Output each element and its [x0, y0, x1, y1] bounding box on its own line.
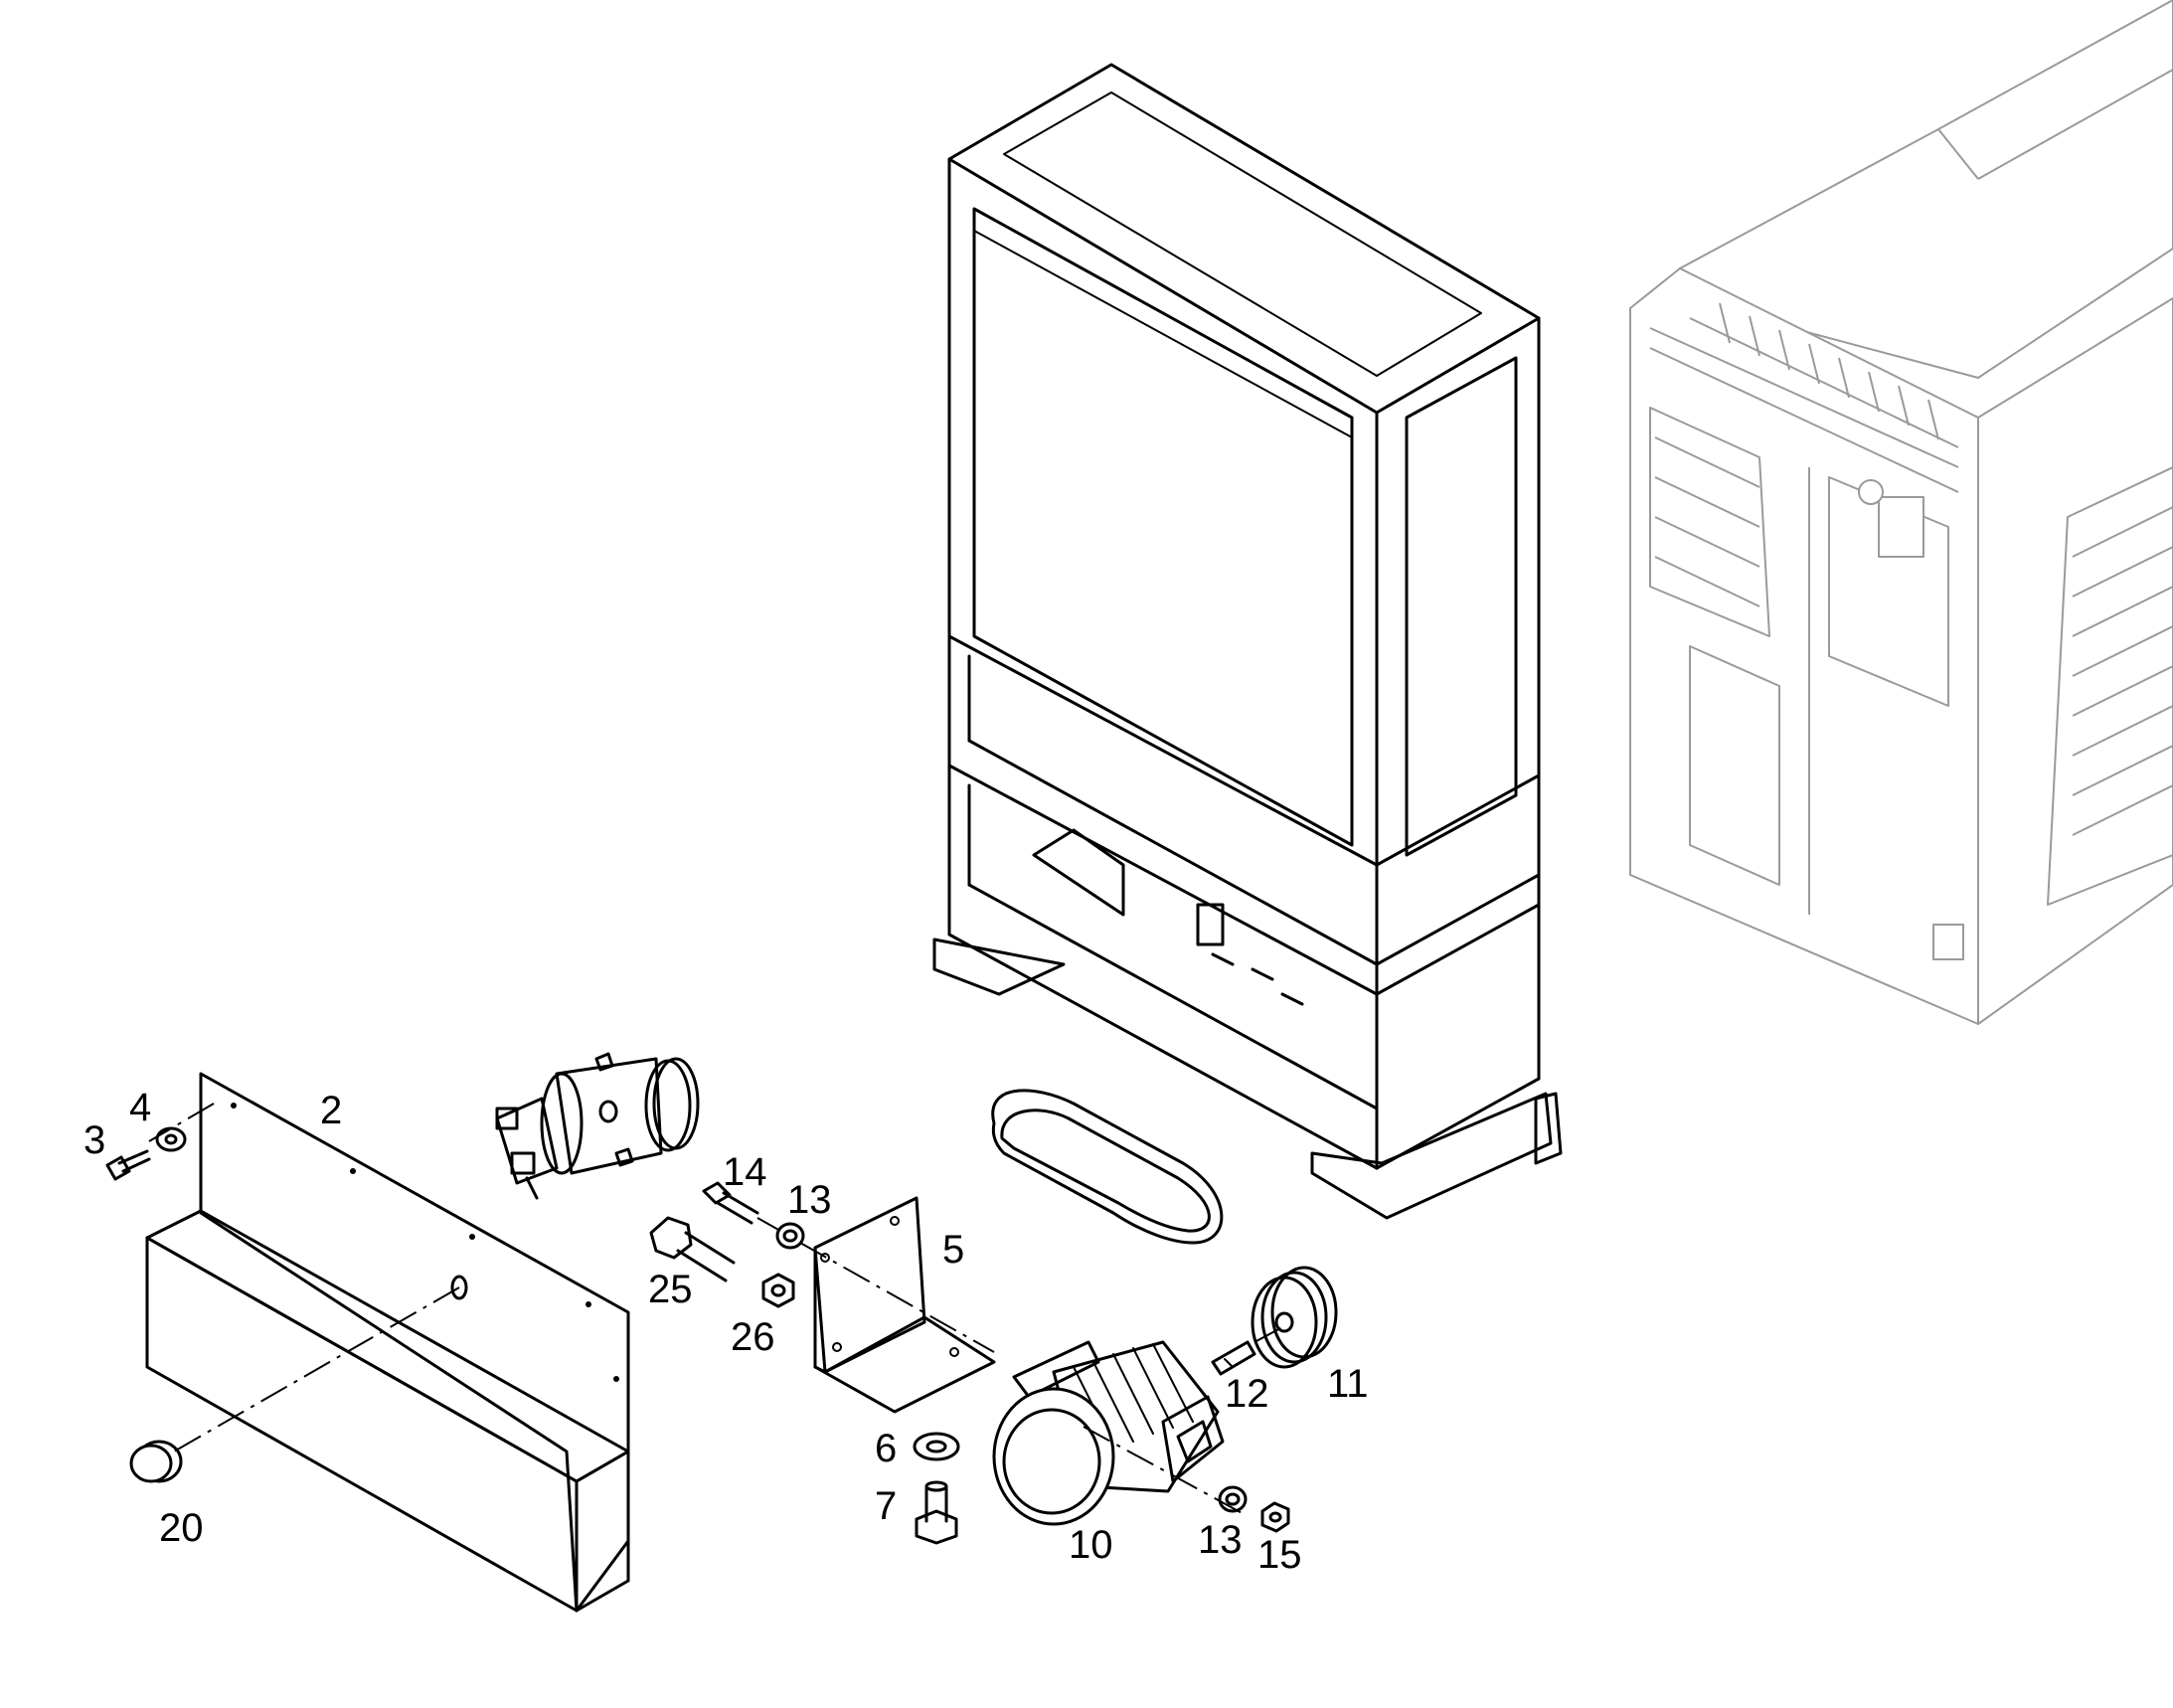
callout-7: 7	[875, 1484, 897, 1528]
callout-6: 6	[875, 1427, 897, 1470]
callout-26: 26	[731, 1315, 775, 1359]
main-frame	[932, 63, 1563, 1220]
callout-10: 10	[1069, 1523, 1113, 1567]
callout-14: 14	[723, 1150, 767, 1194]
background-unit	[1629, 0, 2173, 1025]
callout-5: 5	[942, 1228, 964, 1272]
electric-motor	[992, 1340, 1249, 1526]
callout-4: 4	[129, 1086, 151, 1129]
motor-bracket	[799, 1196, 996, 1414]
callout-labels: 2 3 4 5 6 7 10 11 12 13 13 14 15 20 25 2…	[84, 1086, 1369, 1577]
callout-13-upper: 13	[787, 1178, 832, 1222]
callout-13-lower: 13	[1198, 1518, 1243, 1562]
plug	[129, 1440, 183, 1483]
pulley	[1251, 1266, 1338, 1369]
callout-3: 3	[84, 1118, 105, 1162]
callout-20: 20	[159, 1506, 204, 1550]
shaft	[1211, 1326, 1283, 1376]
bolt-and-washer-upper	[702, 1181, 805, 1250]
callout-12: 12	[1225, 1372, 1269, 1416]
callout-11: 11	[1327, 1362, 1369, 1406]
bolt-and-nut	[649, 1216, 795, 1308]
washer-and-bolt	[913, 1432, 960, 1545]
callout-25: 25	[648, 1268, 693, 1311]
callout-2: 2	[320, 1089, 342, 1132]
washer-and-nut-lower	[1218, 1485, 1290, 1533]
drive-belt	[991, 1089, 1224, 1245]
compressor	[495, 1052, 700, 1200]
cover-panel	[145, 1072, 630, 1613]
callout-15: 15	[1257, 1533, 1302, 1577]
screw-and-washer	[105, 1126, 187, 1181]
